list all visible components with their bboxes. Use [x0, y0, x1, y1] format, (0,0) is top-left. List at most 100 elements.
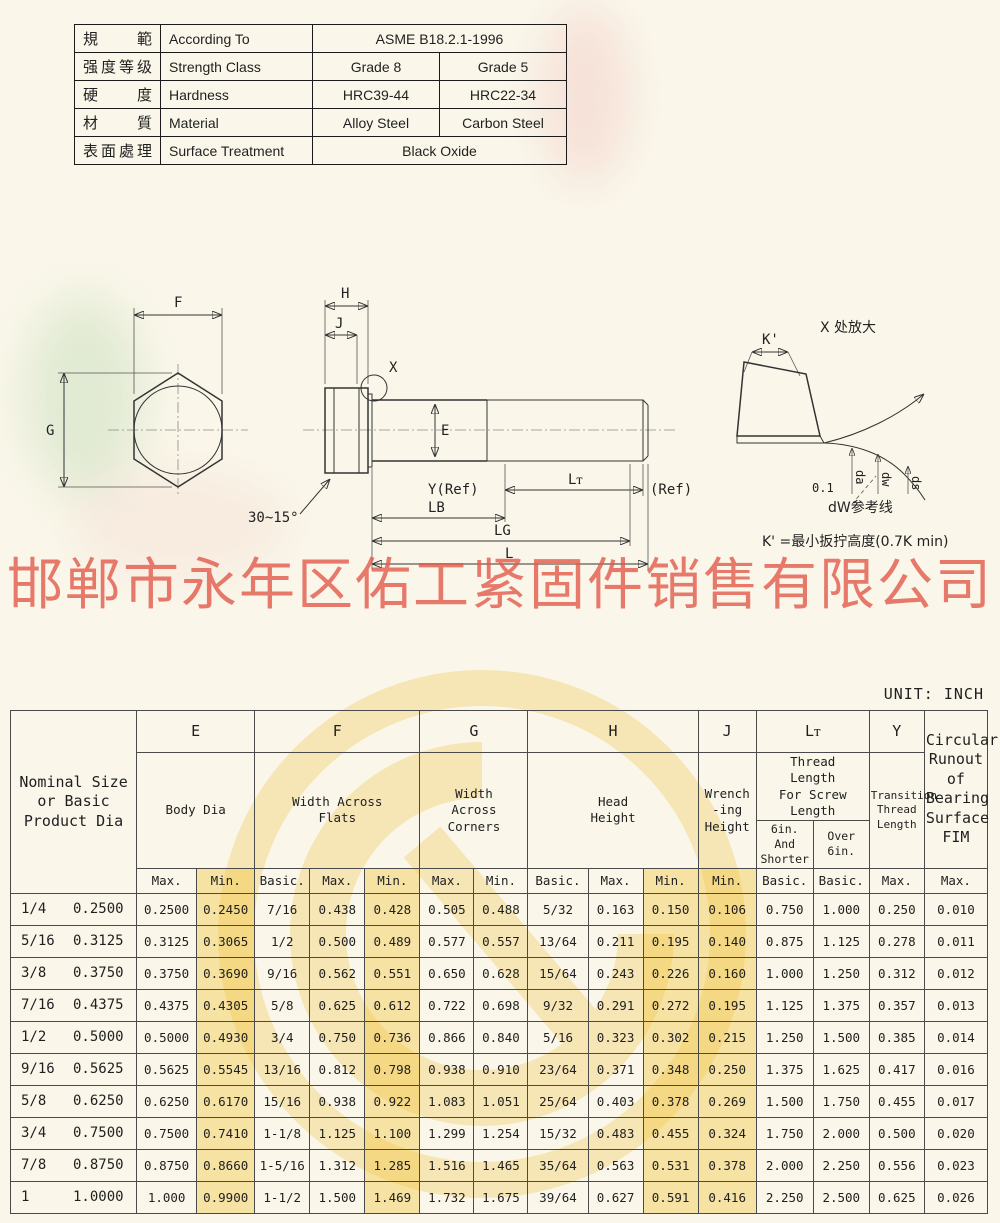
value-cell: 0.348: [642, 1052, 699, 1086]
value-cell: 1.125: [755, 988, 814, 1022]
value-cell: 0.023: [923, 1148, 989, 1182]
spec-label-zh: 表面處理: [74, 136, 161, 165]
value-cell: 0.016: [923, 1052, 989, 1086]
col-group-J: J: [697, 710, 757, 753]
value-cell: 0.591: [642, 1180, 699, 1214]
col-label-e-max: Max.: [136, 867, 198, 894]
value-cell: 1.500: [812, 1020, 870, 1054]
dim-label-LT: Lᴛ: [568, 472, 583, 488]
dim-label-LB: LB: [428, 500, 445, 516]
nominal-decimal: 0.7500: [73, 1125, 124, 1142]
detail-circle-X: [360, 374, 388, 402]
value-cell: 1.732: [419, 1180, 475, 1214]
value-cell: 5/32: [527, 892, 589, 926]
spec-value: ASME B18.2.1-1996: [312, 24, 567, 53]
value-cell: 0.3125: [136, 924, 198, 958]
value-cell: 0.011: [923, 924, 989, 958]
col-header-nominal-size: Nominal Size or Basic Product Dia: [9, 710, 138, 894]
value-cell: 1.285: [364, 1148, 421, 1182]
value-cell: 0.150: [642, 892, 699, 926]
value-cell: 0.2450: [196, 892, 256, 926]
value-cell: 0.403: [587, 1084, 644, 1118]
value-cell: 0.750: [755, 892, 814, 926]
value-cell: 0.489: [364, 924, 421, 958]
value-cell: 0.556: [868, 1148, 925, 1182]
hex-head-front-view: F G: [46, 295, 248, 496]
value-cell: 0.698: [473, 988, 529, 1022]
value-cell: 0.324: [697, 1116, 757, 1150]
value-cell: 1.625: [812, 1052, 870, 1086]
value-cell: 0.910: [473, 1052, 529, 1086]
technical-drawing: F G H J X E Y(Ref) Lᴛ (Ref): [46, 286, 948, 570]
col-desc-body-dia: Body Dia: [136, 752, 256, 869]
value-cell: 1.750: [812, 1084, 870, 1118]
value-cell: 7/16: [254, 892, 311, 926]
value-cell: 0.7410: [196, 1116, 256, 1150]
spec-value: Grade 5: [439, 52, 567, 81]
value-cell: 15/64: [527, 956, 589, 990]
value-cell: 1.100: [364, 1116, 421, 1150]
nominal-fraction: 9/16: [21, 1061, 55, 1078]
value-cell: 0.483: [587, 1116, 644, 1150]
value-cell: 0.557: [473, 924, 529, 958]
washer-face: [367, 393, 373, 468]
value-cell: 0.4305: [196, 988, 256, 1022]
value-cell: 1.083: [419, 1084, 475, 1118]
threaded-section: [486, 399, 644, 462]
value-cell: 0.017: [923, 1084, 989, 1118]
value-cell: 0.812: [309, 1052, 366, 1086]
dim-label-K: K': [762, 332, 779, 348]
col-label-f-basic: Basic.: [254, 867, 311, 894]
col-desc-width-across-flats: Width Across Flats: [254, 752, 421, 869]
value-cell: 0.505: [419, 892, 475, 926]
value-cell: 2.000: [812, 1116, 870, 1150]
col-group-FIM: Circular Runout of Bearing Surface FIM: [923, 710, 998, 869]
value-cell: 0.625: [868, 1180, 925, 1214]
value-cell: 0.378: [642, 1084, 699, 1118]
col-label-y-max: Max.: [868, 867, 925, 894]
spec-label-en: Material: [160, 108, 313, 137]
inscribed-circle: [133, 385, 223, 475]
value-cell: 0.8750: [136, 1148, 198, 1182]
value-cell: 0.026: [923, 1180, 989, 1214]
value-cell: 0.291: [587, 988, 644, 1022]
value-cell: 1.299: [419, 1116, 475, 1150]
value-cell: 0.500: [309, 924, 366, 958]
nominal-decimal: 0.6250: [73, 1093, 124, 1110]
value-cell: 0.250: [697, 1052, 757, 1086]
value-cell: 0.4375: [136, 988, 198, 1022]
value-cell: 0.385: [868, 1020, 925, 1054]
value-cell: 0.8660: [196, 1148, 256, 1182]
value-cell: 1-1/2: [254, 1180, 311, 1214]
dim-label-J: J: [335, 316, 343, 332]
nominal-fraction: 3/8: [21, 965, 47, 982]
value-cell: 0.010: [923, 892, 989, 926]
value-cell: 0.195: [642, 924, 699, 958]
value-cell: 0.160: [697, 956, 757, 990]
value-cell: 1.250: [812, 956, 870, 990]
value-cell: 0.312: [868, 956, 925, 990]
dim-label-ds: ds: [909, 476, 923, 490]
value-cell: 1.375: [812, 988, 870, 1022]
value-cell: 0.226: [642, 956, 699, 990]
dim-table-header: Nominal Size or Basic Product Dia E F G …: [9, 710, 998, 894]
col-label-e-min: Min.: [196, 867, 256, 894]
dim-label-dw: dw: [879, 472, 893, 487]
spec-label-en: Strength Class: [160, 52, 313, 81]
dimension-table-wrap: Nominal Size or Basic Product Dia E F G …: [9, 710, 998, 1214]
value-cell: 5/8: [254, 988, 311, 1022]
col-group-G: G: [419, 710, 529, 753]
nominal-decimal: 0.3750: [73, 965, 124, 982]
dim-label-da: da: [853, 470, 867, 484]
col-group-LT: Lᴛ: [755, 710, 870, 753]
nominal-fraction: 3/4: [21, 1125, 47, 1142]
value-cell: 0.577: [419, 924, 475, 958]
value-cell: 2.000: [755, 1148, 814, 1182]
